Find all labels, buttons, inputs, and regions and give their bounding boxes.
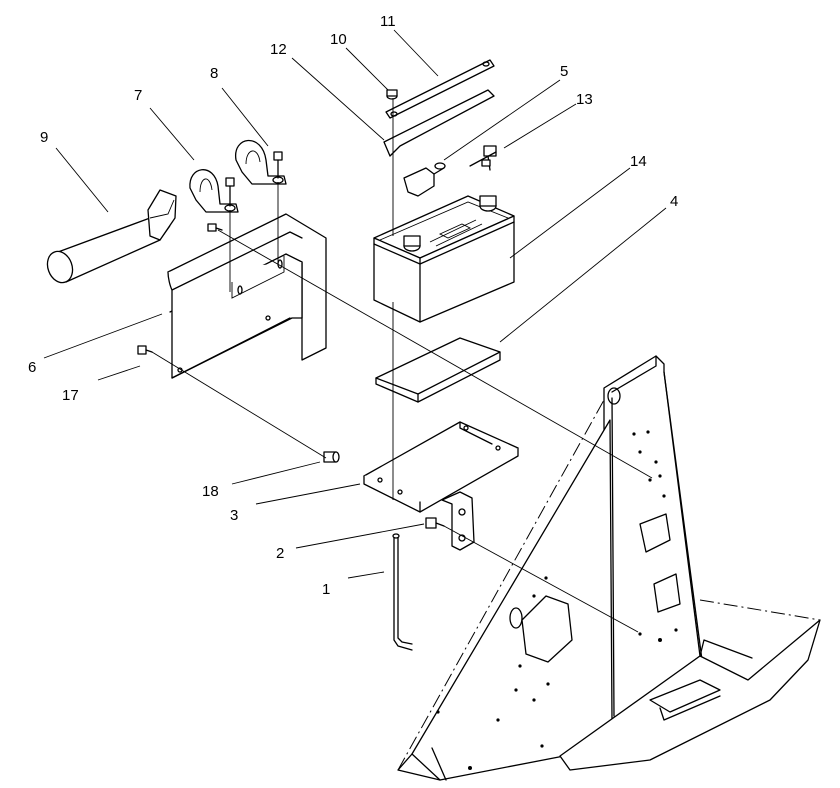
part-18-spacer xyxy=(323,451,340,463)
callout-12: 12 xyxy=(270,41,287,58)
callout-17: 17 xyxy=(62,387,79,404)
callout-5: 5 xyxy=(560,63,568,80)
callout-3: 3 xyxy=(230,507,238,524)
tray-mounting-leg xyxy=(441,491,475,551)
callout-11: 11 xyxy=(380,13,396,30)
callout-18: 18 xyxy=(202,483,219,500)
callout-13: 13 xyxy=(576,91,593,108)
bolt-small-upper xyxy=(207,223,223,232)
callout-labels: 1 2 3 4 5 6 7 8 9 10 11 12 13 14 17 18 xyxy=(28,13,678,598)
part-3-tray xyxy=(363,421,519,513)
part-14-battery xyxy=(373,195,515,323)
part-4-pad xyxy=(375,337,501,403)
callout-6: 6 xyxy=(28,359,36,376)
callout-2: 2 xyxy=(276,545,284,562)
part-5-terminal-cover xyxy=(403,162,446,197)
part-10-nut xyxy=(386,89,398,100)
part-6-bracket xyxy=(167,182,327,379)
part-12-bracket xyxy=(383,89,495,157)
part-7-clamp xyxy=(189,169,239,213)
part-8-clamp xyxy=(235,139,287,185)
callout-7: 7 xyxy=(134,87,142,104)
callout-9: 9 xyxy=(40,129,48,146)
leader-lines xyxy=(43,29,667,579)
part-2-bolt xyxy=(425,517,445,529)
callout-4: 4 xyxy=(670,193,678,210)
callout-1: 1 xyxy=(322,581,330,598)
part-17-bolt xyxy=(137,345,153,355)
callout-8: 8 xyxy=(210,65,218,82)
part-11-strap xyxy=(385,59,495,119)
assembly-lines xyxy=(151,229,653,633)
callout-10: 10 xyxy=(330,31,347,48)
callout-14: 14 xyxy=(630,153,647,170)
part-9-canister xyxy=(46,189,177,284)
frame-assembly xyxy=(397,355,821,781)
part-13-cable-clamp xyxy=(469,145,497,171)
part-1-rod xyxy=(392,98,413,651)
